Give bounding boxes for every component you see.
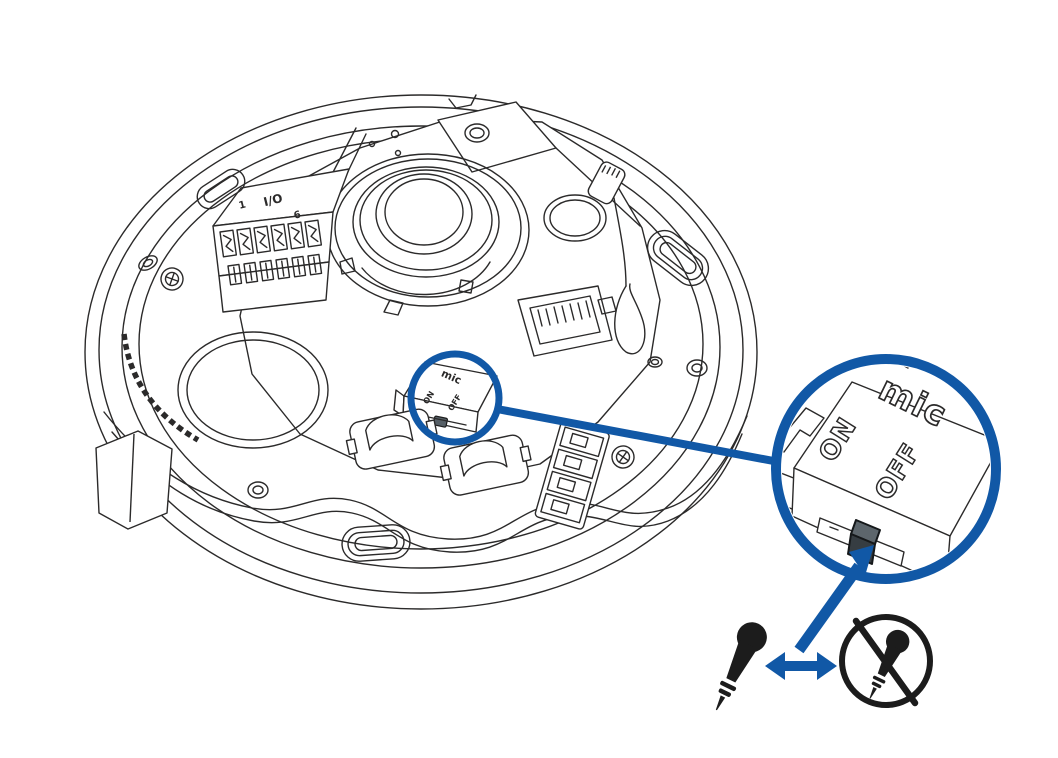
screw <box>157 264 187 294</box>
magnified-bracket <box>782 407 825 453</box>
mic-capsule <box>587 161 627 287</box>
mute-slash <box>852 617 919 707</box>
camera-outer-rim <box>84 94 758 610</box>
screw-boss <box>686 359 708 377</box>
io-pin1-label: 1 <box>238 199 247 211</box>
power-terminal-block <box>534 420 610 530</box>
wire-loop <box>614 283 646 355</box>
top-bracket <box>329 101 641 227</box>
side-tab <box>95 430 173 530</box>
io-label: I/O <box>262 191 284 209</box>
mic-state-legend <box>702 614 933 717</box>
callout-source-circle <box>407 350 503 446</box>
magnified-mic-switch: mic ON OFF <box>782 365 990 573</box>
screw <box>606 440 640 474</box>
rim-certification-marks <box>121 333 200 443</box>
annotations: mic ON OFF <box>407 350 1001 680</box>
side-opening <box>543 194 607 242</box>
inner-rim-contour <box>103 411 748 553</box>
camera-body: 1 I/O 6 mic ON OFF <box>84 94 758 610</box>
oval-boss <box>138 255 158 271</box>
microphone-muted-icon <box>839 614 933 708</box>
io-terminal-block: 1 I/O 6 <box>212 168 350 313</box>
ethernet-jack <box>517 285 617 357</box>
io-pin6-label: 6 <box>293 209 302 221</box>
pilot-hole <box>647 356 663 368</box>
microphone-on-icon <box>702 617 772 717</box>
screw-boss <box>247 481 269 499</box>
rim-notch <box>448 94 477 109</box>
callout-connector-line <box>496 405 801 470</box>
base-opening <box>177 331 329 449</box>
lens-tab <box>383 299 404 316</box>
lens-tab <box>339 257 356 275</box>
switch-pointer-arrow <box>794 545 874 654</box>
double-headed-arrow-icon <box>765 652 837 680</box>
